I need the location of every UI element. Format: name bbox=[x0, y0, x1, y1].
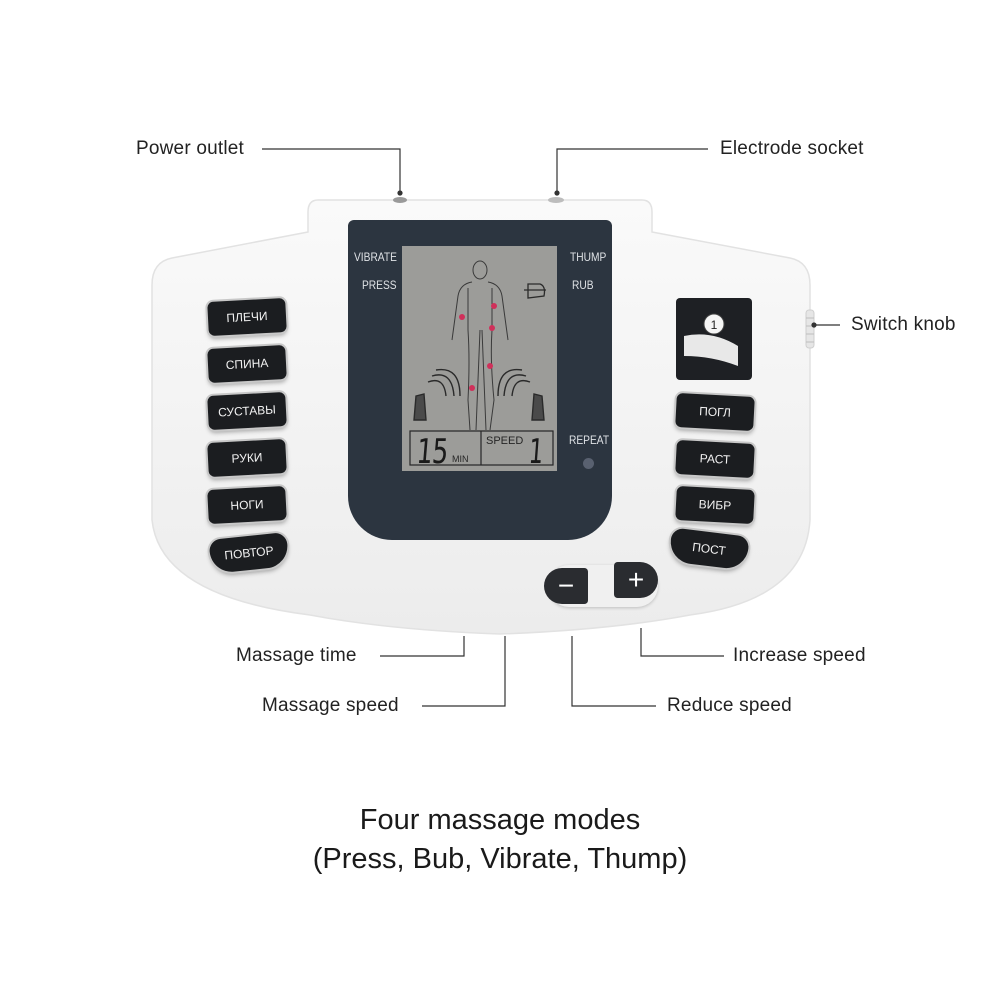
button-stroke[interactable]: ПОГЛ bbox=[675, 392, 755, 432]
button-joints[interactable]: СУСТАВЫ bbox=[207, 391, 287, 431]
massage-speed-value: 1 bbox=[527, 432, 545, 472]
power-outlet-label: Power outlet bbox=[136, 138, 245, 159]
mode-press-label: PRESS bbox=[362, 278, 397, 292]
repeat-label: REPEAT bbox=[569, 433, 610, 447]
button-shoulders[interactable]: ПЛЕЧИ bbox=[207, 297, 287, 337]
mode-rub-label: RUB bbox=[572, 278, 594, 292]
power-socket-icon[interactable] bbox=[393, 197, 407, 203]
electrode-socket-icon[interactable] bbox=[548, 197, 564, 203]
repeat-indicator bbox=[583, 458, 594, 469]
power-switch-icon[interactable]: 1 bbox=[676, 298, 752, 380]
mode-vibrate-label: VIBRATE bbox=[354, 250, 397, 264]
svg-text:1: 1 bbox=[711, 318, 718, 332]
button-legs[interactable]: НОГИ bbox=[207, 485, 287, 525]
button-rub[interactable]: РАСТ bbox=[675, 439, 755, 479]
reduce-speed-label: Reduce speed bbox=[667, 695, 792, 716]
caption-title: Four massage modes bbox=[359, 804, 641, 836]
button-vibrate[interactable]: ВИБР bbox=[675, 485, 755, 525]
caption-modes: (Press, Bub, Vibrate, Thump) bbox=[312, 843, 688, 875]
button-arms[interactable]: РУКИ bbox=[207, 438, 287, 478]
increase-speed-label: Increase speed bbox=[733, 645, 866, 666]
massage-speed-label: Massage speed bbox=[262, 695, 399, 716]
massage-time-unit: MIN bbox=[452, 454, 469, 464]
button-back[interactable]: СПИНА bbox=[207, 344, 287, 384]
massage-time-value: 15 bbox=[414, 432, 450, 472]
massage-time-label: Massage time bbox=[236, 645, 357, 666]
switch-knob-icon[interactable] bbox=[805, 309, 815, 349]
speed-label: SPEED bbox=[486, 435, 524, 447]
increase-speed-button[interactable]: + bbox=[614, 562, 658, 598]
mode-thump-label: THUMP bbox=[570, 250, 607, 264]
switch-knob-label: Switch knob bbox=[851, 314, 956, 335]
reduce-speed-button[interactable]: − bbox=[544, 568, 588, 604]
electrode-socket-label: Electrode socket bbox=[720, 138, 864, 159]
